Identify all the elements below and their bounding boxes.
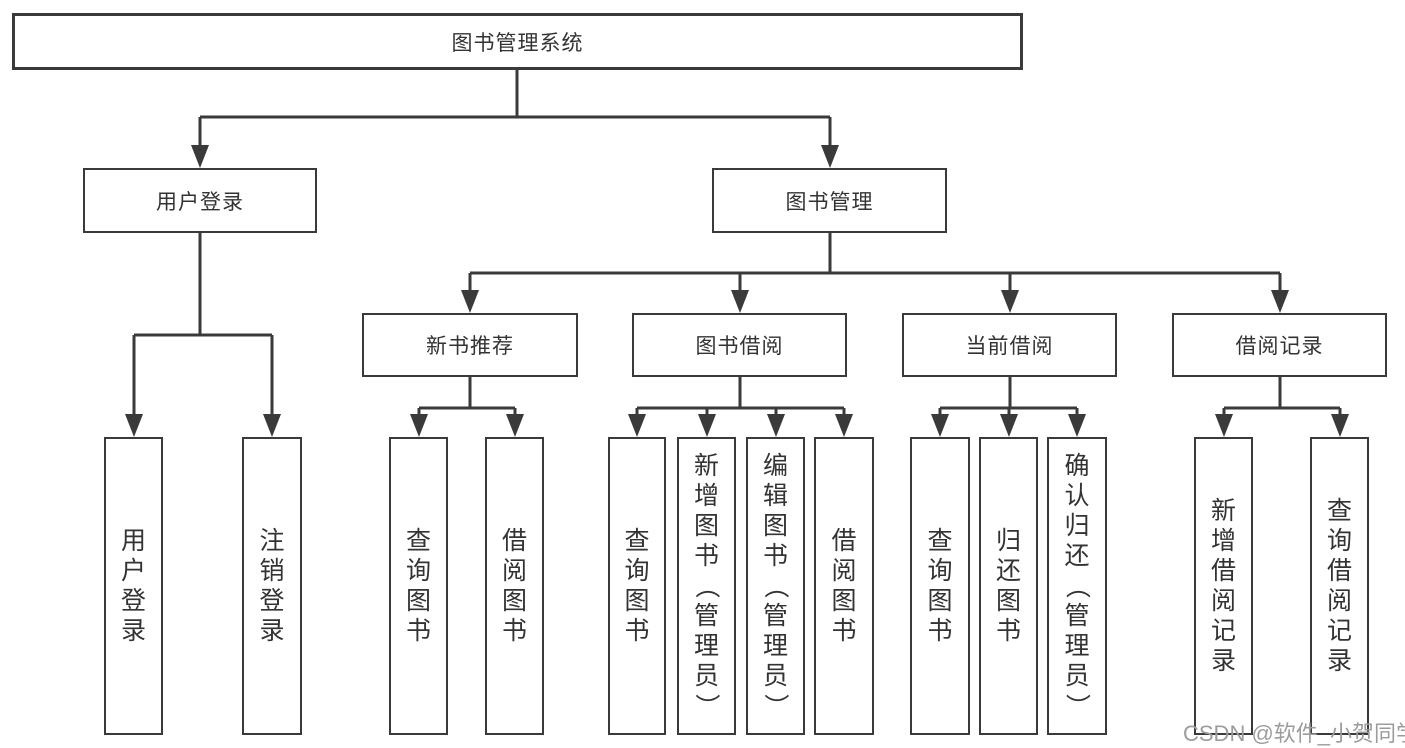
vertical-char: 认: [1064, 482, 1090, 510]
vertical-char: （: [1063, 573, 1091, 599]
leaf-user-login: 用户登录: [104, 437, 163, 735]
vertical-char: 查: [1326, 497, 1352, 525]
leaf-query-borrow-record: 查询借阅记录: [1310, 437, 1369, 735]
vertical-char: 新: [693, 452, 719, 480]
vertical-char: ）: [761, 693, 790, 719]
node-borrowing-records: 借阅记录: [1172, 313, 1387, 377]
vertical-char: 还: [1064, 542, 1090, 570]
node-user-login: 用户登录: [83, 168, 317, 233]
vertical-char: 员: [1064, 662, 1090, 690]
node-label: 新书推荐: [426, 335, 514, 358]
vertical-char: 图: [927, 587, 953, 615]
leaf-add-borrow-record: 新增借阅记录: [1194, 437, 1253, 735]
vertical-char: 图: [405, 587, 431, 615]
leaf-confirm-return-admin: 确认归还 （ 管理员 ）: [1047, 437, 1107, 735]
node-label: 用户登录: [156, 190, 244, 214]
vertical-char: ）: [1063, 693, 1091, 719]
leaf-query-books-recommend: 查询图书: [389, 437, 448, 735]
vertical-char: 理: [693, 632, 719, 660]
node-book-borrowing: 图书借阅: [632, 313, 847, 377]
leaf-borrow-books-recommend: 借阅图书: [485, 437, 544, 735]
vertical-char: 查: [405, 527, 431, 555]
node-book-management: 图书管理: [712, 168, 947, 233]
node-label: 图书借阅: [695, 335, 784, 358]
vertical-char: 书: [995, 617, 1021, 645]
vertical-char: 录: [259, 617, 285, 645]
vertical-char: 用: [120, 527, 146, 555]
vertical-char: 阅: [1210, 587, 1236, 615]
vertical-char: 管: [762, 602, 788, 630]
vertical-char: 图: [501, 587, 527, 615]
leaf-query-books-borrowing: 查询图书: [608, 437, 666, 735]
vertical-char: 管: [693, 602, 719, 630]
vertical-char: 询: [1326, 527, 1352, 555]
vertical-char: 录: [120, 617, 146, 645]
vertical-char: 理: [1064, 632, 1090, 660]
vertical-char: 询: [927, 557, 953, 585]
vertical-char: 确: [1064, 452, 1090, 480]
vertical-char: 书: [693, 542, 719, 570]
vertical-char: 登: [120, 587, 146, 615]
vertical-char: 注: [259, 527, 285, 555]
node-label: 当前借阅: [965, 335, 1054, 358]
vertical-char: 书: [405, 617, 431, 645]
vertical-char: 图: [693, 512, 719, 540]
vertical-char: 员: [693, 662, 719, 690]
vertical-char: 记: [1326, 617, 1352, 645]
vertical-char: 阅: [501, 557, 527, 585]
vertical-char: 辑: [762, 482, 788, 510]
vertical-char: 图: [831, 587, 857, 615]
vertical-char: 销: [259, 557, 285, 585]
vertical-char: 录: [1210, 647, 1236, 675]
vertical-char: 书: [762, 542, 788, 570]
vertical-char: 阅: [1326, 587, 1352, 615]
vertical-char: 查: [927, 527, 953, 555]
vertical-char: 图: [762, 512, 788, 540]
vertical-char: 增: [1210, 527, 1236, 555]
node-label: 借阅记录: [1235, 335, 1324, 358]
node-current-borrowing: 当前借阅: [902, 313, 1117, 377]
vertical-char: 理: [762, 632, 788, 660]
vertical-char: 归: [995, 527, 1021, 555]
watermark: CSDN @软件_小贺同学: [1183, 721, 1405, 746]
vertical-char: 还: [995, 557, 1021, 585]
leaf-logout: 注销登录: [242, 437, 302, 735]
vertical-char: 图: [624, 587, 650, 615]
vertical-char: 录: [1326, 647, 1352, 675]
vertical-char: ）: [692, 693, 721, 719]
leaf-borrow-books: 借阅图书: [814, 437, 874, 735]
vertical-char: 询: [624, 557, 650, 585]
vertical-char: （: [692, 573, 721, 599]
vertical-char: 新: [1210, 497, 1236, 525]
node-label: 图书管理: [785, 190, 874, 214]
node-new-book-recommendation: 新书推荐: [362, 313, 578, 377]
vertical-char: 查: [624, 527, 650, 555]
vertical-char: 书: [501, 617, 527, 645]
vertical-char: 户: [120, 557, 146, 585]
vertical-char: 书: [831, 617, 857, 645]
vertical-char: 归: [1064, 512, 1090, 540]
vertical-char: 增: [693, 482, 719, 510]
vertical-char: 管: [1064, 602, 1090, 630]
vertical-char: 编: [762, 452, 788, 480]
vertical-char: 阅: [831, 557, 857, 585]
leaf-query-books-current: 查询图书: [910, 437, 970, 735]
leaf-edit-books-admin: 编辑图书 （ 管理员 ）: [746, 437, 805, 735]
node-library-management-system: 图书管理系统: [12, 13, 1023, 70]
vertical-char: 询: [405, 557, 431, 585]
vertical-char: 登: [259, 587, 285, 615]
vertical-char: 员: [762, 662, 788, 690]
vertical-char: 借: [831, 527, 857, 555]
leaf-return-books: 归还图书: [979, 437, 1038, 735]
vertical-char: 书: [927, 617, 953, 645]
vertical-char: 借: [501, 527, 527, 555]
vertical-char: 借: [1326, 557, 1352, 585]
vertical-char: （: [761, 573, 790, 599]
vertical-char: 记: [1210, 617, 1236, 645]
vertical-char: 借: [1210, 557, 1236, 585]
vertical-char: 图: [995, 587, 1021, 615]
vertical-char: 书: [624, 617, 650, 645]
leaf-add-books-admin: 新增图书 （ 管理员 ）: [677, 437, 736, 735]
node-label: 图书管理系统: [451, 31, 584, 55]
